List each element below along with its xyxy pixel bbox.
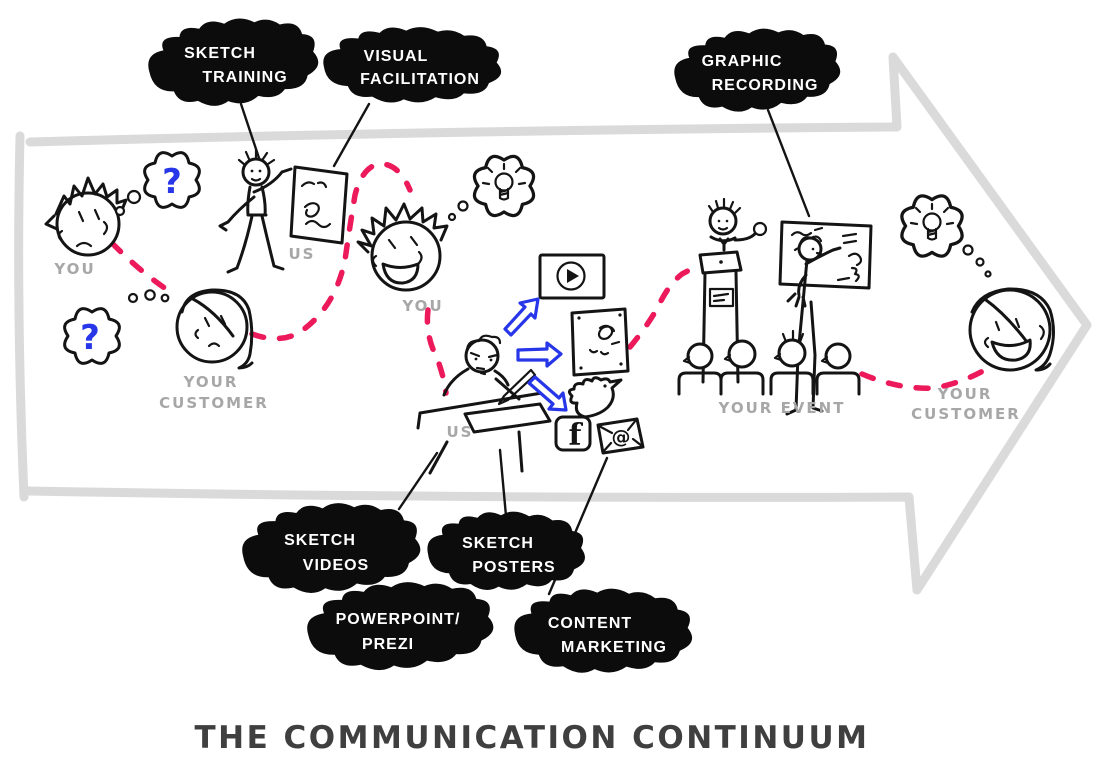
face-features — [983, 317, 1045, 349]
cloud-text-line1: SKETCH — [184, 45, 256, 62]
cloud-label-content-marketing: CONTENT MARKETING — [512, 585, 694, 677]
continuum-arrow — [14, 52, 1092, 595]
stage-label-your-customer-2-line1: YOUR — [937, 385, 993, 403]
continuum-arrow-outline — [23, 52, 1092, 595]
laptop-icon — [698, 250, 743, 275]
stage-labels: YOU YOUR CUSTOMER US YOU US YOUR EVENT Y… — [53, 245, 1021, 441]
flipchart-poster — [289, 165, 349, 245]
spiky-hair — [356, 202, 449, 254]
audience-profiles — [682, 352, 830, 365]
stage-label-you-1: YOU — [53, 260, 95, 278]
continuum-arrow-tail — [14, 131, 29, 502]
pointer-sketch-training — [239, 102, 261, 160]
cloud-text-line2: RECORDING — [712, 77, 819, 94]
stage-label-your-event: YOUR EVENT — [718, 399, 846, 417]
stage-label-us-1: US — [289, 245, 316, 263]
cloud-text-line2: VIDEOS — [303, 557, 369, 574]
arrow-up-right-icon — [503, 297, 540, 337]
cloud-text-line1: SKETCH — [462, 535, 534, 552]
face-features — [57, 208, 109, 248]
customer-journey-dashed-line — [109, 161, 991, 396]
hunched-body — [442, 367, 521, 401]
figure-you-confused: ? — [44, 151, 201, 257]
audience-member — [824, 342, 852, 370]
audience-row — [677, 329, 861, 396]
body — [218, 167, 293, 274]
figure-you-idea — [356, 154, 536, 292]
cloud-text-line1: VISUAL — [364, 48, 429, 65]
lightbulb-icon — [481, 162, 527, 201]
pointer-visual-facilitation — [332, 102, 371, 168]
scene-your-event — [677, 197, 873, 416]
pointer-graphic-recording — [766, 108, 811, 218]
seat-backs — [677, 371, 861, 396]
cloud-text-line1: SKETCH — [284, 532, 356, 549]
cloud-label-sketch-training: SKETCH TRAINING — [146, 14, 321, 110]
curly-hair — [465, 334, 502, 352]
open-smile — [990, 338, 1032, 362]
pointer-sketch-posters — [498, 448, 508, 518]
bob-hair — [180, 288, 254, 370]
cloud-label-graphic-recording: GRAPHIC RECORDING — [672, 25, 842, 114]
cloud-text-line1: CONTENT — [548, 615, 632, 632]
cloud-text-line2: TRAINING — [202, 69, 287, 86]
face-features — [371, 235, 423, 268]
facebook-f-glyph: f — [569, 418, 584, 453]
paper-sheet — [463, 402, 552, 434]
lightbulb-thought-bubble — [472, 154, 536, 218]
stage-label-your-customer-1-line2: CUSTOMER — [159, 394, 269, 412]
at-sign-glyph: @ — [612, 426, 631, 448]
stage-label-your-customer-1-line1: YOUR — [183, 373, 239, 391]
audience-member — [727, 339, 757, 369]
lightbulb-thought-bubble — [900, 194, 964, 258]
play-icon — [567, 269, 579, 283]
cloud-text-line1: GRAPHIC — [702, 53, 783, 70]
video-player-icon — [538, 253, 606, 300]
stage-label-your-customer-2-line2: CUSTOMER — [911, 405, 1021, 423]
stage-label-us-2: US — [447, 423, 474, 441]
whiteboard-scribbles — [790, 226, 863, 283]
cloud-label-powerpoint-prezi: POWERPOINT/ PREZI — [305, 579, 495, 673]
poster-scribbles — [300, 181, 332, 229]
audience-member — [777, 338, 807, 368]
spiky-hair — [44, 176, 128, 231]
pencil — [497, 368, 537, 406]
pointer-sketch-videos — [397, 451, 439, 511]
question-thought-bubble: ? — [63, 307, 121, 365]
hair-spikes — [237, 147, 276, 167]
figure-us-drawing-desk — [416, 334, 552, 475]
figure-us-sketching-flipchart — [218, 147, 349, 274]
cloud-text-line2: PREZI — [362, 636, 414, 653]
cloud-text-line2: FACILITATION — [360, 71, 480, 88]
face-features — [194, 314, 227, 348]
cloud-text-line2: POSTERS — [472, 559, 555, 576]
figure-customer-happy — [900, 194, 1055, 372]
cloud-label-sketch-videos: SKETCH VIDEOS — [240, 500, 422, 596]
sketch-poster-icon — [570, 307, 630, 377]
desk — [416, 390, 552, 475]
facebook-icon: f — [554, 415, 592, 453]
twitter-bird-icon — [567, 376, 623, 419]
cloud-label-visual-facilitation: VISUAL FACILITATION — [321, 23, 503, 107]
audience-member — [686, 342, 714, 370]
open-smile — [381, 262, 420, 285]
question-mark-glyph: ? — [162, 162, 182, 202]
waving-hand — [752, 221, 768, 237]
cloud-text-line1: POWERPOINT/ — [336, 611, 461, 628]
stage-label-you-2: YOU — [401, 297, 443, 315]
email-envelope-icon: @ — [596, 417, 645, 455]
lightbulb-icon — [909, 202, 955, 241]
figure-customer-confused: ? — [63, 288, 254, 370]
poster-scribbles — [588, 324, 621, 356]
cloud-label-sketch-posters: SKETCH POSTERS — [426, 508, 587, 594]
question-thought-bubble: ? — [143, 151, 201, 209]
cloud-text-line2: MARKETING — [561, 639, 667, 656]
blue-output-arrows — [503, 297, 568, 412]
question-mark-glyph: ? — [80, 318, 100, 358]
arrow-down-right-icon — [527, 375, 568, 412]
arrow-right-icon — [516, 341, 563, 368]
diagram-title: THE COMMUNICATION CONTINUUM — [195, 720, 870, 756]
face-features — [469, 351, 499, 376]
